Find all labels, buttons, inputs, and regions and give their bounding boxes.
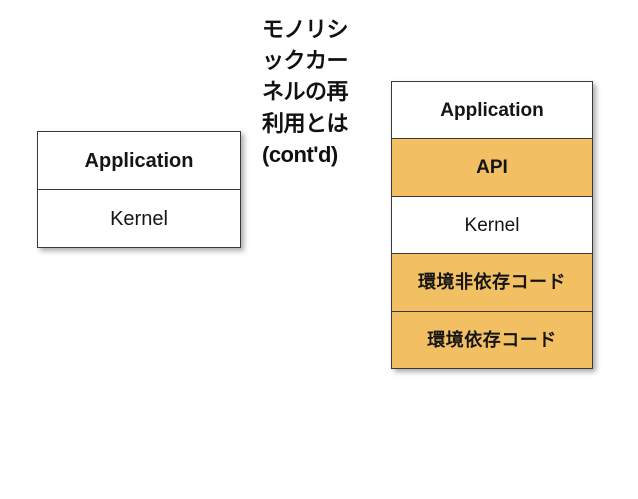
layer-environment-independent-code-label: 環境非依存コード bbox=[418, 272, 566, 293]
figure-monolithic-kernel-stack: Application Kernel bbox=[20, 122, 254, 262]
layer-kernel: Kernel bbox=[392, 196, 592, 255]
page-title: モノリシ ックカー ネルの再 利用とは (cont'd) bbox=[262, 17, 349, 167]
layer-kernel: Kernel bbox=[38, 190, 240, 247]
layer-application: Application bbox=[392, 82, 592, 140]
monolithic-stack-box: Application Kernel bbox=[37, 131, 241, 248]
layer-api: API bbox=[392, 139, 592, 197]
figure-reusable-kernel-stack: Application API Kernel 環境非依存コード 環境依存コード bbox=[383, 73, 608, 384]
layer-application-label: Application bbox=[440, 99, 544, 121]
layer-environment-independent-code: 環境非依存コード bbox=[392, 254, 592, 312]
layer-application: Application bbox=[38, 132, 240, 190]
reusable-stack-box: Application API Kernel 環境非依存コード 環境依存コード bbox=[391, 81, 593, 369]
layer-application-label: Application bbox=[84, 149, 194, 172]
layer-kernel-label: Kernel bbox=[464, 214, 520, 236]
layer-kernel-label: Kernel bbox=[110, 207, 168, 230]
layer-environment-dependent-code: 環境依存コード bbox=[392, 311, 592, 368]
layer-environment-dependent-code-label: 環境依存コード bbox=[427, 329, 557, 350]
layer-api-label: API bbox=[476, 157, 508, 179]
